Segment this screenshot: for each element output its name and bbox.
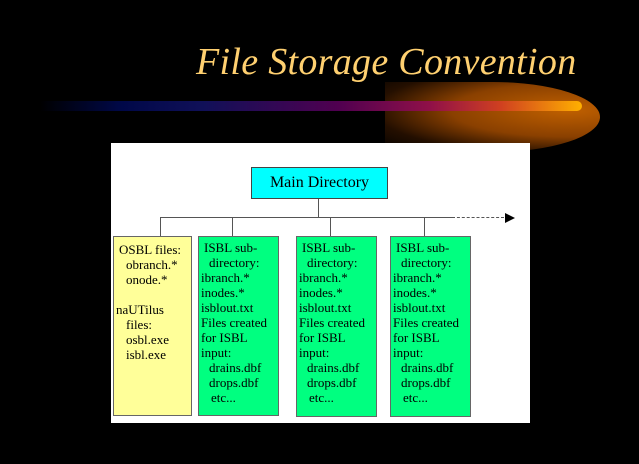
decorative-streak: [40, 101, 582, 111]
osbl-line: naUTilus: [116, 302, 164, 317]
isbl-line: inodes.*: [201, 285, 245, 300]
isbl-line: ibranch.*: [299, 270, 348, 285]
connector-isbl-2: [330, 217, 331, 236]
isbl-line: isblout.txt: [393, 300, 446, 315]
isbl-line: etc...: [211, 390, 236, 405]
osbl-line: obranch.*: [126, 257, 178, 272]
isbl-line: input:: [201, 345, 232, 360]
isbl-line: for ISBL: [393, 330, 440, 345]
isbl-line: drops.dbf: [209, 375, 259, 390]
isbl-line: directory:: [401, 255, 452, 270]
isbl-box-1: ISBL sub- directory: ibranch.* inodes.* …: [198, 236, 279, 416]
isbl-box-2: ISBL sub- directory: ibranch.* inodes.* …: [296, 236, 377, 417]
isbl-line: ibranch.*: [393, 270, 442, 285]
connector-isbl-3: [424, 217, 425, 236]
connector-bus: [160, 217, 452, 218]
connector-root: [318, 199, 319, 218]
isbl-line: Files created: [201, 315, 268, 330]
osbl-line: osbl.exe: [126, 332, 169, 347]
slide-title: File Storage Convention: [196, 41, 577, 83]
isbl-line: for ISBL: [201, 330, 248, 345]
isbl-box-3: ISBL sub- directory: ibranch.* inodes.* …: [390, 236, 471, 417]
isbl-line: ibranch.*: [201, 270, 250, 285]
osbl-line: isbl.exe: [126, 347, 167, 362]
isbl-line: Files created: [393, 315, 460, 330]
isbl-line: input:: [393, 345, 424, 360]
connector-osbl: [160, 217, 161, 236]
arrow-head-icon: [505, 213, 515, 223]
isbl-line: drains.dbf: [401, 360, 454, 375]
isbl-line: etc...: [309, 390, 334, 405]
osbl-line: files:: [126, 317, 152, 332]
isbl-line: inodes.*: [299, 285, 343, 300]
isbl-line: etc...: [403, 390, 428, 405]
main-directory-box: Main Directory: [251, 167, 388, 199]
osbl-box: OSBL files: obranch.* onode.* naUTilus f…: [113, 236, 192, 416]
isbl-line: directory:: [307, 255, 358, 270]
connector-isbl-1: [232, 217, 233, 236]
isbl-line: ISBL sub-: [204, 240, 258, 255]
osbl-line: OSBL files:: [119, 242, 181, 257]
isbl-line: drops.dbf: [307, 375, 357, 390]
isbl-line: directory:: [209, 255, 260, 270]
isbl-line: drains.dbf: [307, 360, 360, 375]
isbl-line: drops.dbf: [401, 375, 451, 390]
dashed-continuation: [452, 217, 504, 218]
osbl-line: onode.*: [126, 272, 168, 287]
isbl-line: drains.dbf: [209, 360, 262, 375]
isbl-line: input:: [299, 345, 330, 360]
isbl-line: Files created: [299, 315, 366, 330]
isbl-line: inodes.*: [393, 285, 437, 300]
decorative-glow: [385, 82, 600, 152]
isbl-line: ISBL sub-: [302, 240, 356, 255]
isbl-line: ISBL sub-: [396, 240, 450, 255]
isbl-line: isblout.txt: [299, 300, 352, 315]
isbl-line: for ISBL: [299, 330, 346, 345]
isbl-line: isblout.txt: [201, 300, 254, 315]
